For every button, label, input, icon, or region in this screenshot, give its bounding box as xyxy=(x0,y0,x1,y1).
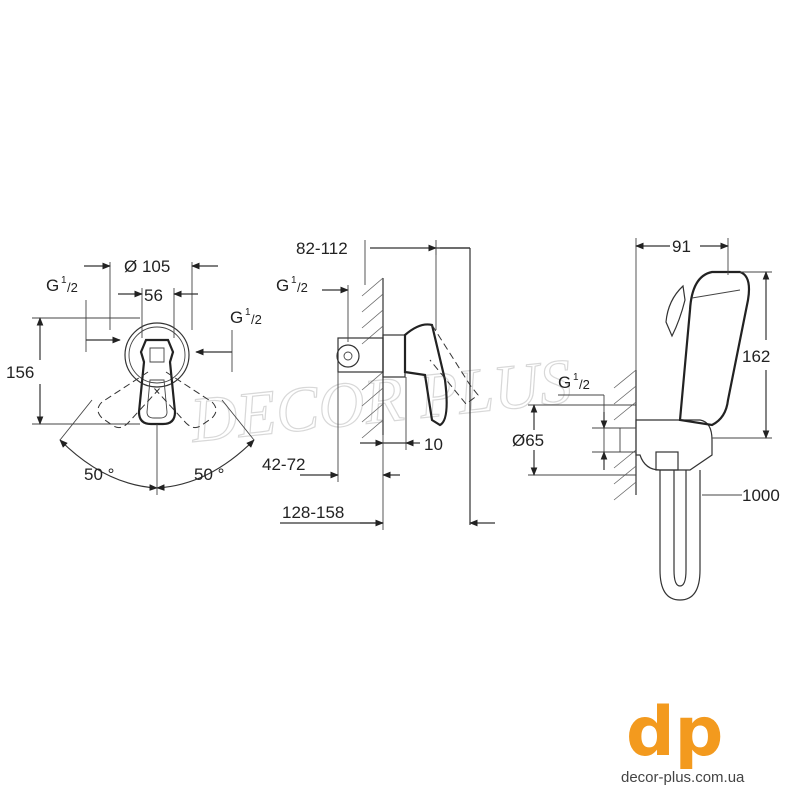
spray-hose-outer xyxy=(659,470,701,601)
spray-head xyxy=(678,270,751,427)
spray-height-label: 162 xyxy=(742,347,770,366)
side-thread-sub: /2 xyxy=(297,280,308,295)
side-dim-depth-label: 42-72 xyxy=(262,455,305,474)
angle-extension-right xyxy=(221,399,255,441)
spray-hose-label: 1000 xyxy=(742,486,780,505)
front-thread-right-label: G xyxy=(230,308,243,327)
side-wall-hatch xyxy=(361,277,384,439)
side-view: 82-112 G 1 /2 10 42-72 128-158 xyxy=(262,239,495,530)
side-outlet-inner xyxy=(343,351,353,361)
front-view: Ø 105 56 G 1 /2 G 1 /2 156 50 ° 50 ° xyxy=(6,257,262,495)
side-outlet xyxy=(336,344,360,368)
spray-thread-sup: 1 xyxy=(573,372,579,383)
side-dim-total-label: 128-158 xyxy=(282,503,344,522)
brand-url: decor-plus.com.ua xyxy=(621,769,745,786)
spray-hose-inner xyxy=(673,470,687,587)
side-thread-sup: 1 xyxy=(291,275,297,286)
spray-diameter-label: Ø65 xyxy=(512,431,544,450)
front-handle xyxy=(137,338,177,426)
angle-arc-right xyxy=(156,439,255,491)
brand-logo-text: dp xyxy=(626,693,723,772)
spray-head-line xyxy=(691,289,741,299)
front-thread-left-sub: /2 xyxy=(67,280,78,295)
side-lever xyxy=(403,323,448,427)
spray-connector xyxy=(619,427,637,453)
angle-extension-left xyxy=(59,399,93,441)
spray-holder xyxy=(635,419,713,471)
front-angle-left-label: 50 ° xyxy=(84,465,114,484)
spray-wall-hatch xyxy=(613,369,637,501)
front-handle-slot xyxy=(146,379,168,419)
front-angle-right-label: 50 ° xyxy=(194,465,224,484)
front-thread-right-sub: /2 xyxy=(251,312,262,327)
front-handle-cap xyxy=(149,347,165,363)
front-width-label: 56 xyxy=(144,286,163,305)
spray-width-label: 91 xyxy=(672,237,691,256)
front-thread-left-label: G xyxy=(46,276,59,295)
side-dim-10-label: 10 xyxy=(424,435,443,454)
front-rosette xyxy=(124,322,190,388)
front-thread-right-sup: 1 xyxy=(245,307,251,318)
front-rosette-inner xyxy=(128,326,186,384)
front-handle-left-position xyxy=(97,371,161,429)
spray-view: 91 162 G 1 /2 Ø65 1000 xyxy=(512,237,780,601)
spray-hose-nut xyxy=(655,451,679,471)
side-lever-swing xyxy=(429,324,479,405)
front-diameter-label: Ø 105 xyxy=(124,257,170,276)
spray-trigger xyxy=(665,284,686,338)
angle-arc-left xyxy=(59,439,158,491)
brand-logo: dp decor-plus.com.ua xyxy=(621,693,745,786)
front-thread-left-sup: 1 xyxy=(61,275,67,286)
front-height-label: 156 xyxy=(6,363,34,382)
spray-thread-label: G xyxy=(558,373,571,392)
side-dim-top-label: 82-112 xyxy=(296,239,348,258)
spray-thread-sub: /2 xyxy=(579,377,590,392)
side-thread-label: G xyxy=(276,276,289,295)
front-handle-right-position xyxy=(153,371,217,429)
